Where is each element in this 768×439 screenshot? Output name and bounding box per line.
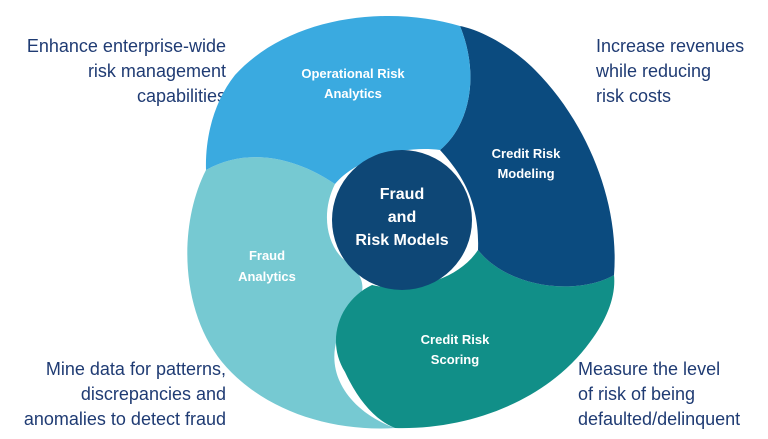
credit-modeling-label-line1: Credit Risk [492, 146, 561, 161]
center-label-line2: and [388, 209, 416, 226]
credit-scoring-label-line1: Credit Risk [421, 332, 490, 347]
benefit-top-right: Increase revenues while reducing risk co… [596, 36, 745, 106]
benefit-bottom-left: Mine data for patterns, discrepancies an… [23, 359, 226, 429]
credit-scoring-label-line2: Scoring [431, 352, 479, 367]
operational-label-line1: Operational Risk [301, 66, 405, 81]
center-label-line1: Fraud [380, 186, 424, 203]
operational-label-line2: Analytics [324, 86, 382, 101]
segment-operational-risk-analytics [205, 15, 471, 185]
segment-credit-risk-modeling [440, 26, 615, 287]
segment-fraud-analytics [187, 157, 395, 429]
benefit-bottom-right: Measure the level of risk of being defau… [578, 359, 741, 429]
center-circle [332, 150, 472, 290]
credit-modeling-label-line2: Modeling [497, 166, 554, 181]
fraud-analytics-label-line2: Analytics [238, 269, 296, 284]
fraud-analytics-label-line1: Fraud [249, 248, 285, 263]
benefit-top-left: Enhance enterprise-wide risk management … [26, 36, 226, 106]
center-label-line3: Risk Models [355, 232, 448, 249]
segment-credit-risk-scoring [335, 250, 615, 429]
